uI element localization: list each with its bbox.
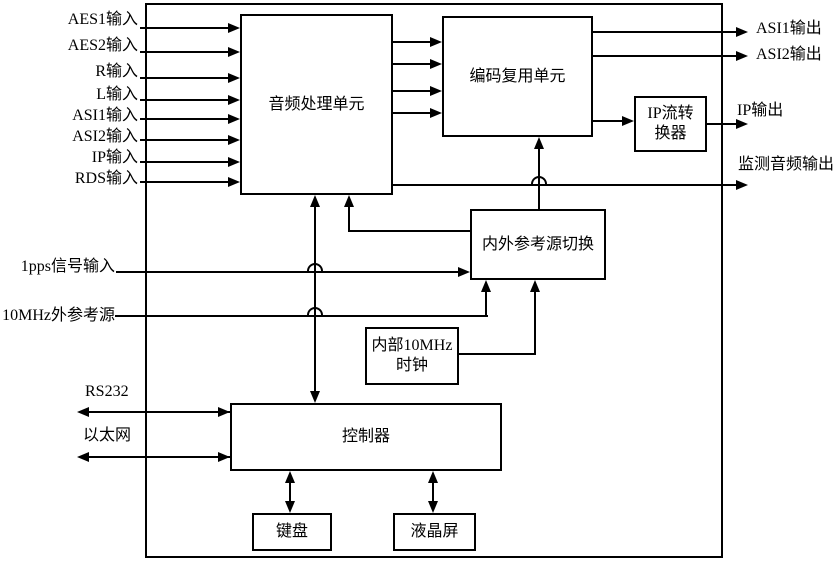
block-keyboard: 键盘 (252, 513, 332, 551)
arrowhead-rs232-into-controller (218, 407, 230, 417)
line-controller-keyboard (289, 481, 291, 502)
arrowhead-input-ip (228, 157, 240, 167)
label-10mhz-ext-ref: 10MHz外参考源 (2, 307, 115, 324)
line-1pps-input (116, 271, 458, 273)
block-internal-10mhz-clock-label: 内部10MHz 时钟 (371, 337, 453, 374)
arrowhead-input-asi1 (228, 114, 240, 124)
line-output-monitor-audio (393, 184, 736, 186)
arrowhead-encoder-to-ip-converter (622, 116, 634, 126)
label-input-asi1: ASI1输入 (72, 107, 138, 124)
arrowhead-into-lcd (428, 501, 438, 513)
line-controller-lcd (432, 481, 434, 502)
label-output-asi1: ASI1输出 (756, 20, 822, 37)
line-input-l (140, 99, 228, 101)
line-audio-controller-bus (314, 205, 316, 392)
label-input-l: L输入 (96, 86, 138, 103)
arrowhead-1pps-into-switch (458, 267, 470, 277)
arrowhead-switch-into-encoder (534, 137, 544, 149)
arrowhead-audio-to-encoder-2 (430, 59, 442, 69)
block-internal-10mhz-clock: 内部10MHz 时钟 (365, 327, 459, 385)
label-input-aes1: AES1输入 (67, 11, 138, 28)
line-input-aes1 (140, 27, 228, 29)
block-ref-source-switch: 内外参考源切换 (470, 209, 606, 280)
label-output-ip: IP输出 (737, 102, 784, 119)
arrowhead-rs232-out (77, 407, 89, 417)
line-audio-to-encoder-2 (393, 63, 430, 65)
arrowhead-output-monitor-audio (736, 180, 748, 190)
label-output-asi2: ASI2输出 (756, 46, 822, 63)
block-controller-label: 控制器 (341, 428, 390, 445)
line-clock-to-switch-horizontal (459, 353, 536, 355)
block-audio-processing-unit: 音频处理单元 (240, 14, 393, 195)
block-controller: 控制器 (230, 403, 502, 471)
arrowhead-input-aes2 (228, 47, 240, 57)
arrowhead-clock-into-switch (530, 280, 540, 292)
arrowhead-10mhz-into-switch (481, 280, 491, 292)
line-input-asi1 (140, 118, 228, 120)
line-rs232 (88, 411, 230, 413)
line-output-asi2 (592, 55, 736, 57)
arrowhead-ethernet-out (77, 452, 89, 462)
line-switch-to-audio-vertical (348, 205, 350, 232)
line-switch-to-audio-horizontal (350, 230, 470, 232)
label-input-rds: RDS输入 (74, 170, 138, 187)
arrowhead-audio-to-encoder-1 (430, 37, 442, 47)
arrowhead-ethernet-into-controller (218, 452, 230, 462)
line-clock-to-switch-vertical (534, 290, 536, 354)
arrowhead-input-l (228, 95, 240, 105)
label-input-asi2: ASI2输入 (72, 128, 138, 145)
arrowhead-switch-into-audio (344, 195, 354, 207)
line-input-r (140, 77, 228, 79)
line-input-aes2 (140, 51, 228, 53)
line-output-ip (707, 123, 736, 125)
label-1pps-input: 1pps信号输入 (20, 258, 115, 275)
arrowhead-input-rds (228, 177, 240, 187)
block-lcd-screen-label: 液晶屏 (410, 523, 459, 540)
line-input-rds (140, 181, 228, 183)
label-rs232: RS232 (85, 383, 129, 400)
label-input-ip: IP输入 (91, 149, 138, 166)
label-input-aes2: AES2输入 (67, 37, 138, 54)
line-ethernet (88, 456, 230, 458)
block-encoding-mux-unit-label: 编码复用单元 (469, 67, 566, 85)
line-encoder-to-ip-converter (592, 120, 623, 122)
label-input-r: R输入 (95, 63, 138, 80)
line-jump-1pps-over-bus (307, 263, 323, 272)
line-input-ip (140, 161, 228, 163)
arrowhead-output-asi1 (736, 27, 748, 37)
arrowhead-input-aes1 (228, 23, 240, 33)
line-switch-to-encoder (538, 149, 540, 209)
label-ethernet: 以太网 (83, 427, 132, 444)
arrowhead-audio-to-encoder-3 (430, 86, 442, 96)
line-audio-to-encoder-1 (393, 41, 430, 43)
block-ip-stream-converter-label: IP流转 换器 (647, 105, 694, 142)
line-10mhz-ext-horizontal (115, 315, 488, 317)
line-10mhz-ext-vertical (485, 290, 487, 316)
label-output-monitor-audio: 监测音频输出 (738, 156, 835, 173)
block-audio-processing-unit-label: 音频处理单元 (268, 95, 365, 113)
arrowhead-bus-into-audio (310, 195, 320, 207)
line-jump-10mhz-over-bus (307, 307, 323, 316)
chassis-border (145, 3, 723, 558)
arrowhead-into-keyboard (285, 501, 295, 513)
block-ip-stream-converter: IP流转 换器 (634, 96, 707, 152)
block-ref-source-switch-label: 内外参考源切换 (481, 235, 594, 253)
line-audio-to-encoder-4 (393, 112, 430, 114)
block-encoding-mux-unit: 编码复用单元 (442, 16, 593, 137)
arrowhead-input-r (228, 73, 240, 83)
line-output-asi1 (592, 31, 736, 33)
line-input-asi2 (140, 139, 228, 141)
block-keyboard-label: 键盘 (275, 523, 308, 540)
arrowhead-bus-into-controller (310, 391, 320, 403)
arrowhead-input-asi2 (228, 135, 240, 145)
arrowhead-into-controller-from-keyboard (285, 471, 295, 483)
arrowhead-output-asi2 (736, 51, 748, 61)
block-lcd-screen: 液晶屏 (393, 513, 476, 551)
arrowhead-audio-to-encoder-4 (430, 108, 442, 118)
arrowhead-output-ip (736, 119, 748, 129)
line-audio-to-encoder-3 (393, 90, 430, 92)
arrowhead-into-controller-from-lcd (428, 471, 438, 483)
